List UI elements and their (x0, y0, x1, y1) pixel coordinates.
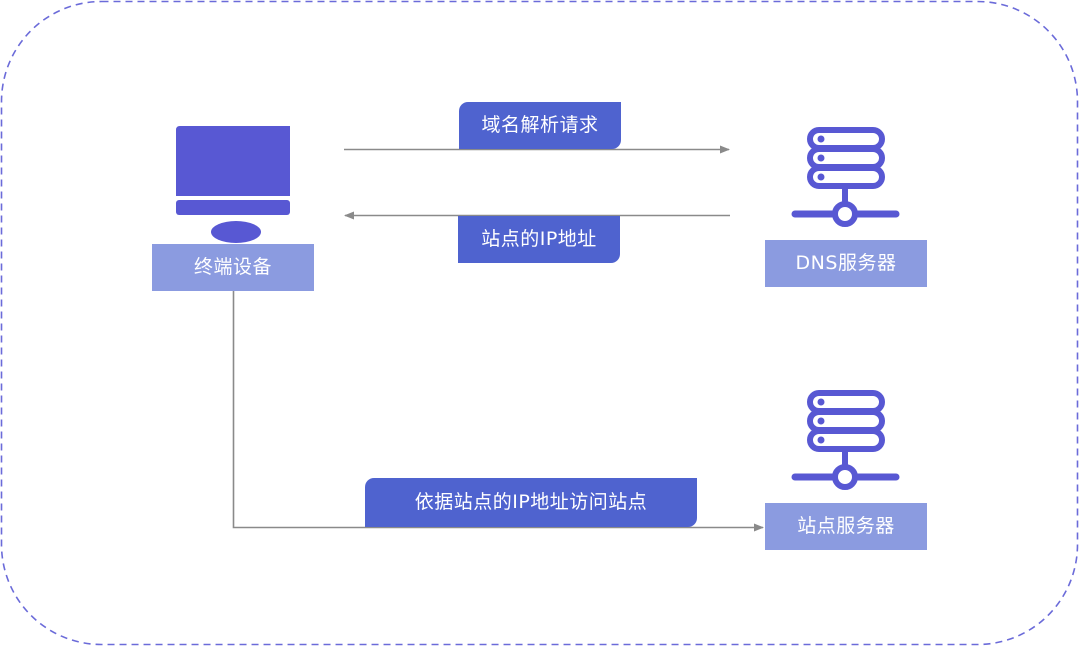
edge-label-visit-site: 依据站点的IP地址访问站点 (365, 478, 697, 527)
node-label-dns-server: DNS服务器 (765, 240, 927, 287)
edge-label-ip-reply: 站点的IP地址 (458, 216, 620, 263)
dns-server-icon (791, 127, 900, 227)
edge-label-dns-query: 域名解析请求 (459, 102, 621, 149)
edge-visit-arrow (232, 291, 764, 532)
site-server-icon (791, 390, 900, 490)
desktop-monitor-icon (176, 126, 290, 243)
node-label-terminal-device: 终端设备 (152, 244, 314, 291)
node-label-site-server: 站点服务器 (765, 503, 927, 550)
